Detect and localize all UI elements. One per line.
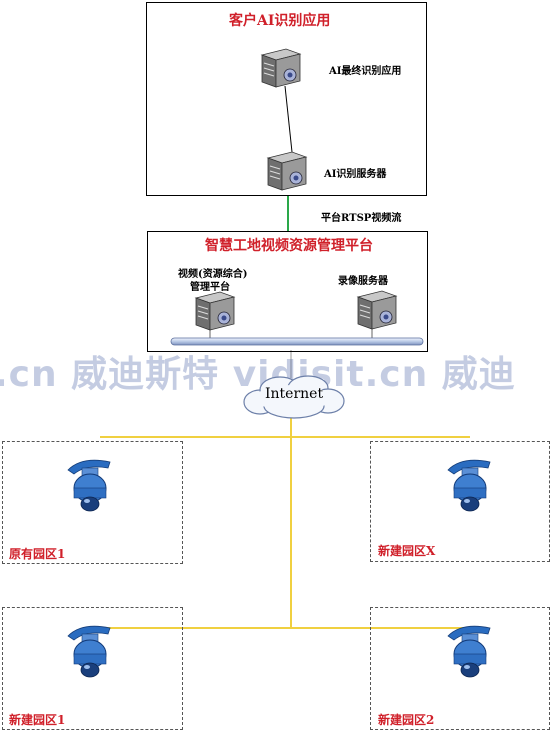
zone-label-new-1: 新建园区1 <box>9 713 66 727</box>
dome-camera-icon <box>447 625 491 678</box>
left-server-label-line2: 管理平台 <box>190 282 230 293</box>
zone-label-new-x: 新建园区X <box>378 544 436 558</box>
server-icon-platform-left <box>194 291 236 331</box>
client-panel-title: 客户AI识别应用 <box>229 13 331 29</box>
platform-panel <box>147 231 428 352</box>
dome-camera-icon <box>67 625 111 678</box>
dome-camera-icon <box>447 459 491 512</box>
dome-camera-icon <box>67 459 111 512</box>
internet-cloud-icon <box>243 375 345 419</box>
zone-label-new-2: 新建园区2 <box>378 713 435 727</box>
rtsp-link-label: 平台RTSP视频流 <box>321 213 402 224</box>
platform-network-bus <box>170 337 424 346</box>
server-icon-top <box>260 48 302 88</box>
client-ai-panel <box>146 2 427 196</box>
server-icon-platform-right <box>356 290 398 330</box>
internet-label: Internet <box>265 386 324 402</box>
zone-box-new-2 <box>370 607 550 730</box>
zone-box-existing-1 <box>2 441 183 564</box>
zone-box-new-1 <box>2 607 183 730</box>
right-server-label: 录像服务器 <box>338 276 388 287</box>
server-bottom-label: AI识别服务器 <box>324 169 387 180</box>
left-server-label-line1: 视频(资源综合) <box>178 269 248 280</box>
server-icon-bottom <box>266 151 308 191</box>
server-top-label: AI最终识别应用 <box>329 66 402 77</box>
platform-panel-title: 智慧工地视频资源管理平台 <box>205 238 373 254</box>
zone-label-existing-1: 原有园区1 <box>9 547 66 561</box>
zone-box-new-x <box>370 441 550 562</box>
watermark: .cn 威迪斯特 vidisit.cn 威迪 <box>0 354 516 395</box>
